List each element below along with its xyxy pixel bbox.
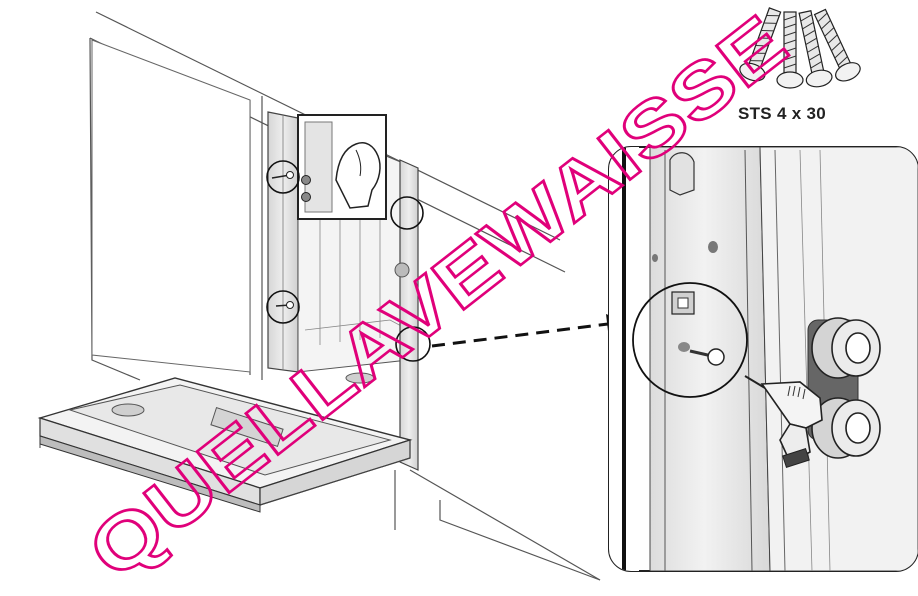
detail-circle-upper-left <box>266 160 300 194</box>
electric-screwdriver-icon <box>744 375 823 469</box>
dishwasher-door <box>37 372 413 513</box>
detail-circle-callout <box>395 326 431 362</box>
detail-circle-lower-left <box>266 290 300 324</box>
detail-circles <box>266 160 431 362</box>
mounting-screw-icon <box>689 348 725 366</box>
bracket-knobs <box>301 175 311 202</box>
zoom-detail-panel <box>608 146 918 572</box>
hand-icon <box>335 142 381 209</box>
zoom-detail-circle <box>632 282 748 398</box>
knob-lower-icon <box>811 397 881 459</box>
hand-inset <box>297 114 387 220</box>
knob-upper-icon <box>811 317 881 379</box>
detail-circle-upper-right <box>390 196 424 230</box>
screw-in-circle-icon <box>271 171 294 179</box>
left-cabinet-panel <box>91 39 251 373</box>
screw-in-circle-lower-icon <box>275 301 294 309</box>
screw-spec-label: STS 4 x 30 <box>737 104 827 123</box>
screws-icon <box>739 7 861 89</box>
